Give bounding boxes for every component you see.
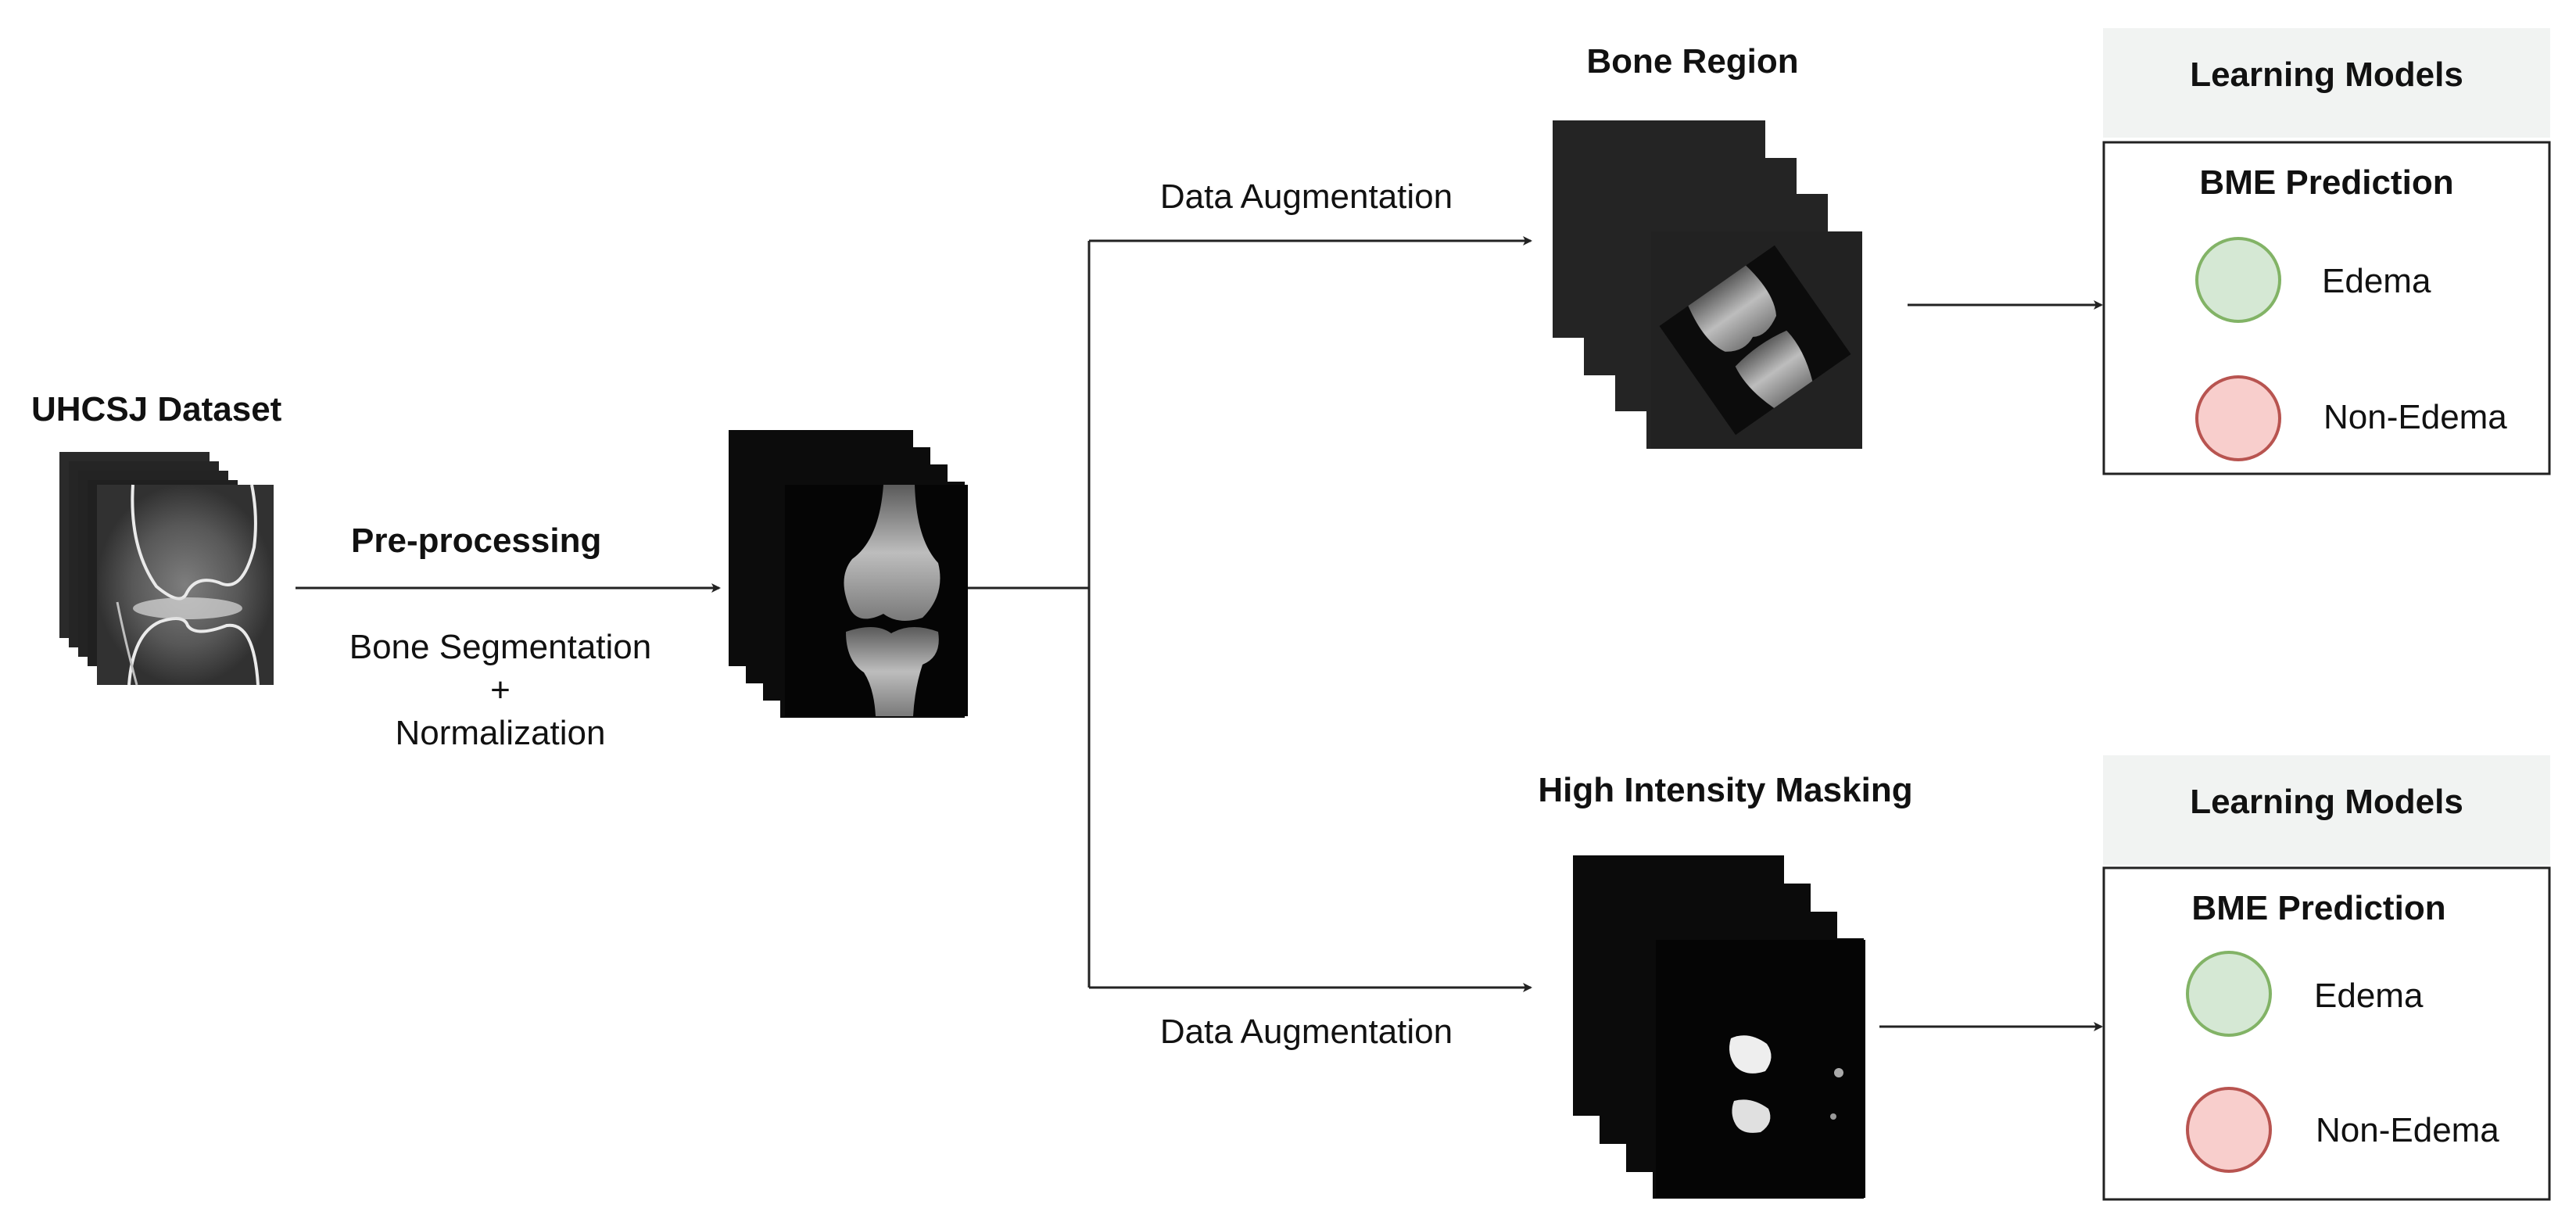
bottom-edema-class-marker [2186, 951, 2272, 1037]
masked-image-stack [1573, 855, 1865, 1199]
dataset-title: UHCSJ Dataset [31, 390, 282, 428]
segmented-knee-image [785, 485, 968, 716]
top-prediction-box [2102, 141, 2551, 475]
bottom-learning-models-title: Learning Models [2190, 783, 2463, 821]
bottom-edema-label: Edema [2314, 977, 2424, 1015]
preprocessing-step-normalization: Normalization [396, 714, 606, 752]
top-learning-models-title: Learning Models [2190, 56, 2463, 94]
top-augmentation-label: Data Augmentation [1160, 177, 1453, 216]
high-intensity-masking-title: High Intensity Masking [1538, 771, 1912, 809]
masked-knee-image [1656, 940, 1865, 1198]
top-edema-label: Edema [2322, 262, 2431, 300]
bottom-augmentation-label: Data Augmentation [1160, 1013, 1453, 1051]
top-non-edema-label: Non-Edema [2323, 398, 2507, 436]
top-edema-class-marker [2195, 237, 2281, 323]
bottom-prediction-box [2102, 866, 2551, 1201]
bottom-non-edema-label: Non-Edema [2316, 1111, 2499, 1149]
bottom-non-edema-class-marker [2186, 1087, 2272, 1173]
bone-region-image-stack [1553, 120, 1862, 449]
top-learning-models-header [2103, 28, 2550, 138]
top-prediction-title: BME Prediction [2199, 163, 2453, 202]
bottom-learning-models-header [2103, 755, 2550, 865]
bone-region-title: Bone Region [1586, 42, 1798, 81]
segmented-image-stack [729, 430, 968, 718]
preprocessing-step-segmentation: Bone Segmentation [349, 628, 652, 666]
preprocessing-step-plus: + [490, 671, 511, 709]
top-learning-models: Learning Models BME Prediction Edema Non… [2102, 28, 2551, 475]
preprocessing-title: Pre-processing [351, 522, 601, 560]
dataset-image-stack [59, 452, 274, 686]
top-non-edema-class-marker [2195, 375, 2281, 461]
bone-region-augmented-image [1651, 231, 1862, 449]
bottom-prediction-title: BME Prediction [2191, 889, 2445, 927]
dataset-mri-image [97, 484, 274, 686]
bottom-learning-models: Learning Models BME Prediction Edema Non… [2102, 755, 2551, 1201]
